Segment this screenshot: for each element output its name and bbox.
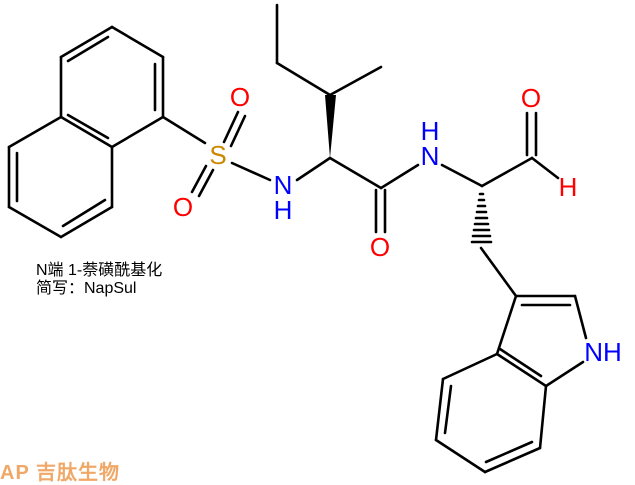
c-s-bond xyxy=(161,115,207,145)
caption-abbreviation: 简写：NapSul xyxy=(36,280,137,297)
naphthalene-ring xyxy=(7,25,165,239)
indole-nh: NH xyxy=(584,337,622,367)
amide-nitrogen: N xyxy=(421,141,440,171)
sulfonamide-nitrogen: N xyxy=(274,170,293,200)
s-o-double-bond xyxy=(190,164,208,194)
aldehyde-oxygen: O xyxy=(521,83,541,113)
sulfonamide-hydrogen: H xyxy=(274,195,293,225)
amide-oxygen: O xyxy=(370,232,390,262)
s-n-bond xyxy=(230,161,272,182)
indole-ring xyxy=(434,294,588,474)
aldehyde-hydrogen: H xyxy=(559,172,578,202)
caption-modification: N端 1-萘磺酰基化 xyxy=(36,262,163,279)
sulfonyl-oxygen-top: O xyxy=(230,82,250,112)
sulfonyl-oxygen-bottom: O xyxy=(173,192,193,222)
s-o-double-bond xyxy=(222,110,240,144)
hashed-wedge-bond xyxy=(470,192,493,244)
watermark-logo: AP 吉肽生物 xyxy=(0,462,120,484)
wedge-bond xyxy=(325,95,336,158)
sulfur-atom: S xyxy=(209,140,226,170)
amide-hydrogen: H xyxy=(421,116,440,146)
